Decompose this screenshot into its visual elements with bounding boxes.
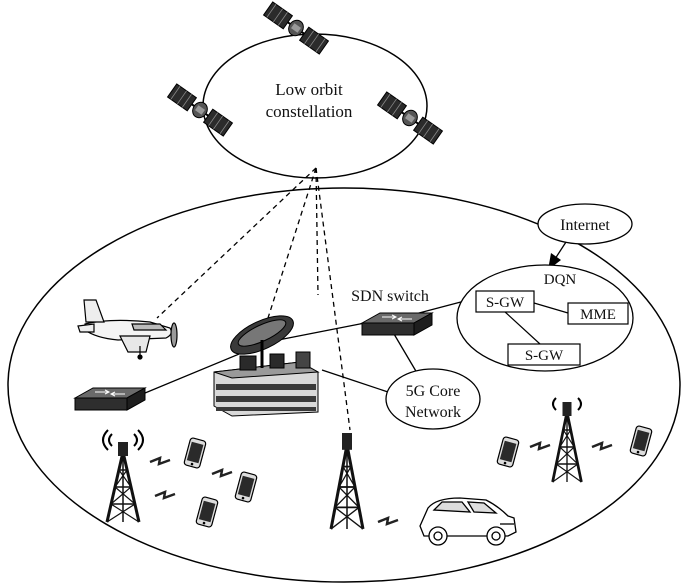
smartphone-icon xyxy=(195,495,219,529)
wireless-signal-icon xyxy=(590,441,614,451)
smartphone-icon xyxy=(234,470,258,504)
tower-antenna-icon xyxy=(102,397,582,451)
constellation-label-line2: constellation xyxy=(266,102,353,121)
core-network-label-line1: 5G Core xyxy=(406,383,461,400)
internet-node xyxy=(537,203,633,245)
cell-tower-icon xyxy=(551,400,583,484)
switch-icon xyxy=(361,312,433,336)
ground-network-boundary xyxy=(7,187,681,583)
sdn-switch-label: SDN switch xyxy=(351,288,429,305)
satellite-icon xyxy=(376,90,444,146)
wireless-signal-icon xyxy=(210,468,234,478)
car-icon xyxy=(419,497,517,546)
wireless-signal-icon xyxy=(148,456,172,466)
mme-box xyxy=(567,302,629,325)
core-network-label-line2: Network xyxy=(405,404,461,421)
sgw-top-label: S-GW xyxy=(486,295,525,311)
constellation-label-line1: Low orbit xyxy=(275,80,343,99)
wireless-signal-icon xyxy=(528,441,552,451)
wireless-signal-icon xyxy=(153,490,177,500)
sgw-bottom-label: S-GW xyxy=(525,348,564,364)
satellite-icon xyxy=(166,82,234,138)
ground-station-icon xyxy=(213,315,320,417)
dqn-label: DQN xyxy=(544,272,577,288)
cell-tower-icon xyxy=(105,440,141,524)
mme-label: MME xyxy=(580,307,616,323)
internet-label: Internet xyxy=(560,217,610,234)
airplane-icon xyxy=(77,299,178,360)
core-network-node xyxy=(385,368,481,430)
smartphone-icon xyxy=(629,424,653,458)
smartphone-icon xyxy=(496,435,520,469)
sgw-bottom-box xyxy=(507,343,581,366)
wireless-signal-icon xyxy=(376,516,400,526)
switch-icon xyxy=(74,387,146,411)
satellite-icon xyxy=(262,0,330,56)
smartphone-icon xyxy=(183,436,207,470)
sgw-top-box xyxy=(475,290,535,313)
dqn-links xyxy=(503,302,569,345)
cell-tower-icon xyxy=(329,431,365,531)
